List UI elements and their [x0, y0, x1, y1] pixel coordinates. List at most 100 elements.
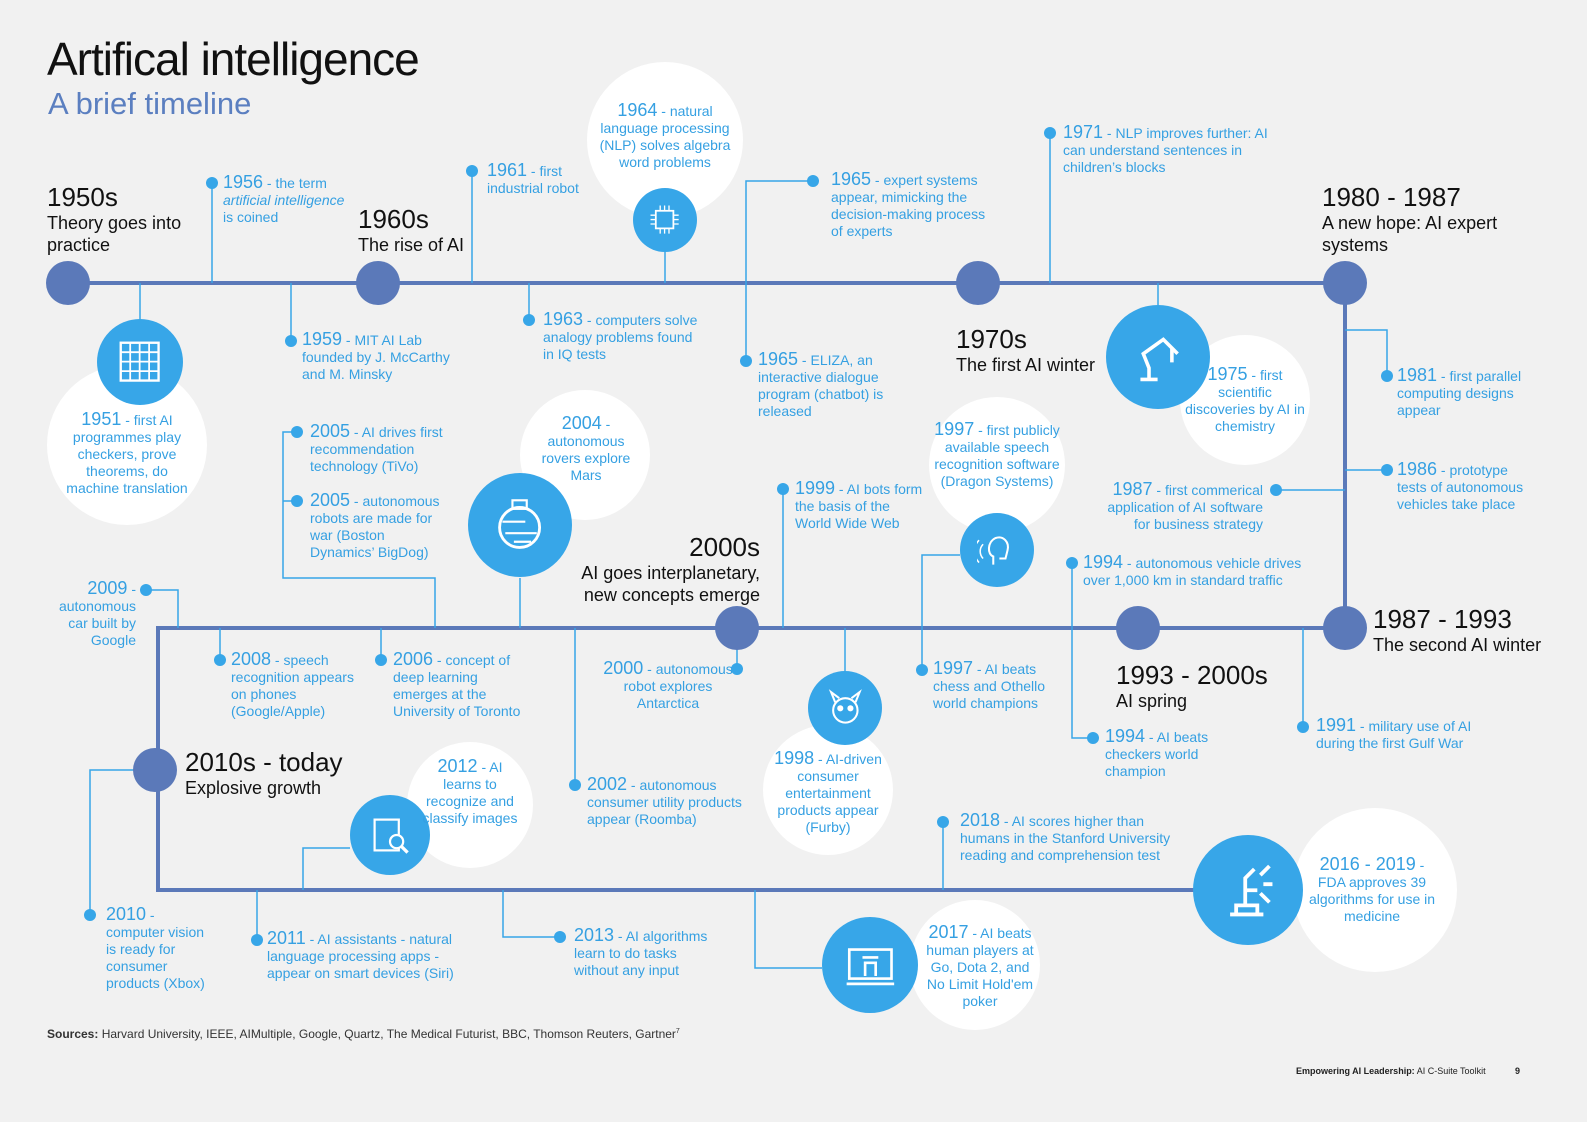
- timeline-event: 1963 - computers solve analogy problems …: [543, 309, 698, 362]
- timeline-event: 1961 - first industrial robot: [487, 160, 579, 196]
- event-description: concept of deep learning emerges at the …: [393, 652, 521, 719]
- event-description: AI assistants - natural language process…: [267, 931, 454, 981]
- era-marker: [356, 261, 400, 305]
- medical-microscope-icon-glyph: [1229, 864, 1273, 917]
- sources-label: Sources:: [47, 1027, 99, 1041]
- event-description: expert systems appear, mimicking the dec…: [831, 172, 986, 239]
- event-year: 1964: [617, 100, 658, 120]
- text-bubble: [929, 397, 1065, 533]
- planet-rover-icon-glyph: [498, 499, 542, 550]
- era-period: 2010s - today: [185, 747, 343, 777]
- event-year: 2005: [310, 490, 351, 510]
- page-number: 9: [1515, 1066, 1521, 1076]
- timeline-event: 1997 - AI beats chess and Othello world …: [933, 658, 1046, 711]
- robot-arm-icon-glyph: [1140, 337, 1180, 382]
- event-year: 2008: [231, 649, 272, 669]
- timeline-event: 2005 - autonomous robots are made for wa…: [310, 490, 440, 560]
- timeline-event: 2013 - AI algorithms learn to do tasks w…: [574, 925, 708, 978]
- timeline-event: 1994 - autonomous vehicle drives over 1,…: [1083, 552, 1302, 588]
- image-recognition-icon-glyph: [373, 818, 409, 854]
- event-year: 2005: [310, 421, 351, 441]
- event-year: 2013: [574, 925, 615, 945]
- era-marker: [1323, 606, 1367, 650]
- event-description: autonomous vehicle drives over 1,000 km …: [1083, 555, 1302, 588]
- event-description: AI beats chess and Othello world champio…: [933, 661, 1046, 711]
- image-recognition-icon: [350, 795, 430, 875]
- event-description: first AI programmes play checkers, prove…: [66, 412, 188, 496]
- event-year: 2010: [106, 904, 147, 924]
- speech-recognition-icon: [960, 513, 1034, 587]
- event-year: 2017: [928, 922, 969, 942]
- era-marker: [956, 261, 1000, 305]
- event-year: 2009: [87, 578, 128, 598]
- publication-title: Empowering AI Leadership:: [1296, 1066, 1415, 1076]
- era-marker: [133, 748, 177, 792]
- timeline-event: 1998 - AI-driven consumer entertainment …: [774, 748, 882, 835]
- planet-rover-icon: [468, 473, 572, 577]
- era-label: The rise of AI: [358, 235, 465, 255]
- timeline-event: 2017 - AI beats human players at Go, Dot…: [926, 922, 1034, 1009]
- page-subtitle: A brief timeline: [48, 86, 252, 121]
- event-year: 1959: [302, 329, 343, 349]
- era-period: 1987 - 1993: [1373, 604, 1512, 634]
- event-year: 1961: [487, 160, 528, 180]
- event-year: 1999: [795, 478, 836, 498]
- event-description: speech recognition appears on phones (Go…: [231, 652, 354, 719]
- furby-toy-icon: [808, 671, 882, 745]
- event-year: 2012: [437, 756, 478, 776]
- era-period: 1993 - 2000s: [1116, 660, 1268, 690]
- event-description: autonomous rovers explore Mars: [541, 433, 631, 483]
- event-description: first industrial robot: [487, 163, 579, 196]
- event-description: MIT AI Lab founded by J. McCarthy and M.…: [302, 332, 450, 382]
- timeline-event: 1981 - first parallel computing designs …: [1397, 365, 1522, 418]
- event-year: 2002: [587, 774, 628, 794]
- event-description: first scientific discoveries by AI in ch…: [1185, 367, 1305, 434]
- event-description: natural language processing (NLP) solves…: [599, 103, 731, 170]
- timeline-event: 1951 - first AI programmes play checkers…: [66, 409, 188, 496]
- timeline-event: 1975 - first scientific discoveries by A…: [1185, 364, 1305, 434]
- event-year: 1991: [1316, 715, 1357, 735]
- event-year: 2016 - 2019: [1319, 854, 1416, 874]
- speech-recognition-icon-glyph: [976, 536, 1009, 565]
- event-year: 2018: [960, 810, 1001, 830]
- sources-note: Sources: Harvard University, IEEE, AIMul…: [47, 1027, 680, 1041]
- event-year: 2004: [561, 413, 602, 433]
- era-label: The second AI winter: [1373, 635, 1542, 655]
- robot-arm-icon: [1106, 305, 1210, 409]
- era-period: 1980 - 1987: [1322, 182, 1461, 212]
- event-description: the term: [275, 175, 327, 191]
- era-marker: [46, 261, 90, 305]
- event-description: AI scores higher than humans in the Stan…: [960, 813, 1171, 863]
- event-year: 2006: [393, 649, 434, 669]
- event-description: NLP improves further: AI can understand …: [1063, 125, 1268, 175]
- timeline-event: 2018 - AI scores higher than humans in t…: [960, 810, 1171, 863]
- timeline-event: 1965 - ELIZA, an interactive dialogue pr…: [758, 349, 884, 419]
- timeline-event: 1987 - first commerical application of A…: [1107, 479, 1263, 532]
- timeline-event: 1997 - first publicly available speech r…: [934, 419, 1060, 489]
- event-description: computer vision is ready for consumer pr…: [106, 924, 205, 991]
- event-year: 1963: [543, 309, 584, 329]
- event-description: prototype tests of autonomous vehicles t…: [1397, 462, 1524, 512]
- event-description: AI bots form the basis of the World Wide…: [795, 481, 923, 531]
- era-label: A new hope: AI expert systems: [1322, 213, 1498, 255]
- event-year: 2000: [603, 658, 644, 678]
- event-description: first commerical application of AI softw…: [1107, 482, 1263, 532]
- game-trophy-icon-glyph: [846, 947, 894, 985]
- page-title: Artifical intelligence: [47, 33, 420, 85]
- timeline-event: 2002 - autonomous consumer utility produ…: [587, 774, 742, 827]
- sources-footnote: 7: [675, 1028, 680, 1035]
- era-label: Explosive growth: [185, 778, 322, 798]
- era-label: AI goes interplanetary, new concepts eme…: [581, 563, 760, 605]
- event-year: 1981: [1397, 365, 1438, 385]
- event-year: 1998: [774, 748, 815, 768]
- event-year: 1994: [1105, 726, 1146, 746]
- event-year: 1997: [933, 658, 974, 678]
- timeline-event: 2005 - AI drives first recommendation te…: [310, 421, 443, 474]
- timeline-event: 1964 - natural language processing (NLP)…: [599, 100, 731, 170]
